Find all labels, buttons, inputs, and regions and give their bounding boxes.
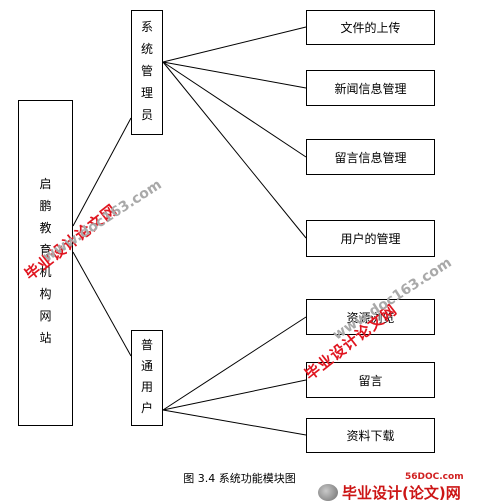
admin-child-node: 用户的管理 (306, 220, 435, 257)
label-char: 理 (140, 85, 153, 100)
admin-child-label: 留言信息管理 (334, 150, 407, 165)
label-char: 育 (39, 243, 52, 257)
label-char: 系 (140, 19, 153, 34)
label-char: 管 (140, 63, 153, 78)
admin-child-label: 用户的管理 (340, 232, 401, 246)
user-child-node: 留言 (306, 362, 435, 398)
label-char: 普 (140, 338, 153, 352)
user-child-node: 资料下载 (306, 418, 435, 453)
watermark-logo-url: 56DOC.com (405, 472, 464, 482)
label-char: 启 (39, 177, 52, 191)
admin-label: 系统管理员 (141, 18, 153, 128)
admin-child-label: 新闻信息管理 (334, 81, 407, 96)
admin-node: 系统管理员 (131, 10, 163, 135)
user-node: 普通用户 (131, 330, 163, 426)
user-child-label: 资料下载 (346, 429, 395, 443)
label-char: 站 (39, 331, 52, 345)
label-char: 构 (39, 287, 52, 301)
watermark-logo-text: 毕业设计(论文)网 (342, 483, 461, 502)
admin-child-node: 文件的上传 (306, 10, 435, 45)
watermark-logo: 毕业设计(论文)网 (318, 482, 476, 502)
user-label: 普通用户 (141, 336, 153, 420)
root-label: 启鹏教育机构网站 (39, 175, 51, 351)
label-char: 户 (140, 401, 153, 415)
admin-child-label: 文件的上传 (340, 21, 401, 35)
label-char: 通 (140, 359, 153, 373)
admin-child-node: 新闻信息管理 (306, 70, 435, 106)
logo-icon (318, 483, 338, 501)
label-char: 用 (140, 380, 153, 394)
user-child-label: 留言 (358, 373, 383, 388)
label-char: 教 (39, 221, 52, 235)
label-char: 员 (140, 107, 153, 122)
label-char: 机 (39, 265, 52, 279)
user-child-label: 资源浏览 (346, 310, 395, 325)
figure-caption: 图 3.4 系统功能模块图 (183, 472, 296, 485)
label-char: 网 (39, 309, 52, 323)
root-node: 启鹏教育机构网站 (18, 100, 73, 426)
admin-child-node: 留言信息管理 (306, 139, 435, 175)
label-char: 统 (140, 41, 153, 56)
user-child-node: 资源浏览 (306, 299, 435, 335)
label-char: 鹏 (39, 199, 52, 213)
